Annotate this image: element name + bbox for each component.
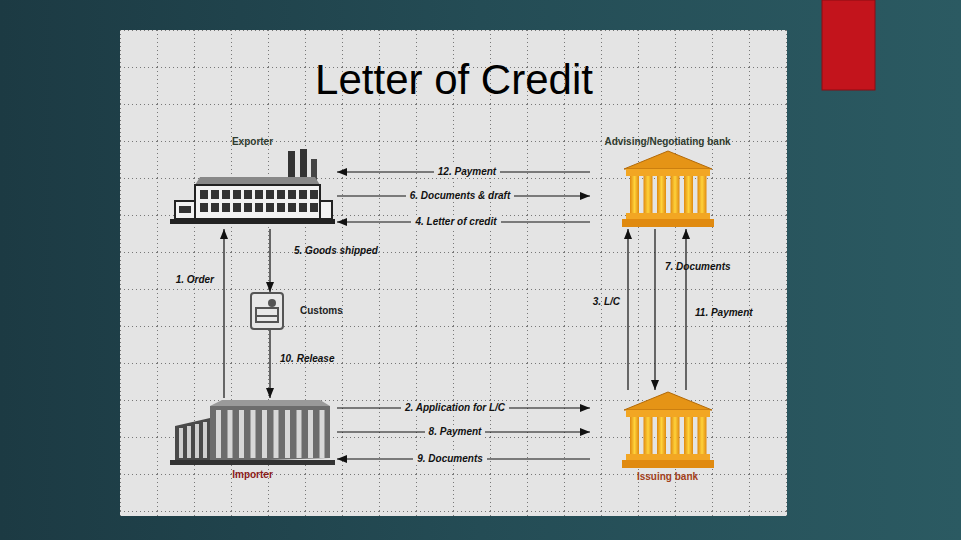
party-node: Exporter	[168, 135, 337, 229]
flow-arrow	[627, 229, 628, 390]
icon-frame	[250, 292, 284, 330]
flow-arrow	[269, 229, 270, 292]
step-label: 9. Documents	[413, 452, 487, 465]
icon-frame	[170, 398, 335, 468]
red-tab	[822, 0, 875, 90]
step-label: 5. Goods shipped	[290, 244, 382, 257]
bank-icon	[622, 149, 714, 229]
step-label: 3. L/C	[589, 295, 624, 308]
factory-icon	[170, 149, 335, 229]
dotted-grid	[120, 30, 787, 516]
step-label: 12. Payment	[434, 165, 500, 178]
party-label: Customs	[298, 304, 345, 318]
party-label: Advising/Negotiating bank	[602, 135, 732, 149]
party-node: Advising/Negotiating bank	[590, 135, 745, 229]
step-label: 11. Payment	[691, 306, 757, 319]
party-label: Importer	[230, 468, 275, 482]
flow-arrow	[269, 330, 270, 398]
icon-frame	[622, 149, 714, 229]
step-label: 1. Order	[172, 273, 218, 286]
step-label: 6. Documents & draft	[406, 189, 515, 202]
flow-arrow	[654, 229, 655, 390]
step-label: 7. Documents	[661, 260, 735, 273]
step-label: 2. Application for L/C	[401, 401, 509, 414]
step-label: 10. Release	[276, 352, 339, 365]
flow-arrow	[685, 229, 686, 390]
party-node: Importer	[168, 398, 337, 482]
party-label: Exporter	[230, 135, 275, 149]
party-node: Issuing bank	[590, 390, 745, 484]
flow-arrow	[223, 229, 224, 398]
party-node: Customs	[250, 292, 349, 330]
step-label: 8. Payment	[425, 425, 486, 438]
bank-icon	[622, 390, 714, 470]
icon-frame	[170, 149, 335, 229]
diagram-title: Letter of Credit	[315, 56, 593, 104]
diagram-panel	[120, 30, 787, 516]
customs-icon	[250, 292, 284, 330]
building-icon	[170, 398, 335, 468]
step-label: 4. Letter of credit	[411, 215, 500, 228]
icon-frame	[622, 390, 714, 470]
party-label: Issuing bank	[635, 470, 700, 484]
